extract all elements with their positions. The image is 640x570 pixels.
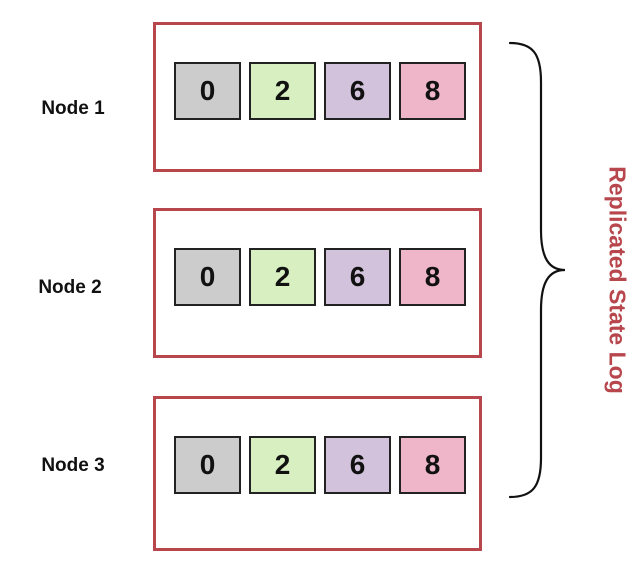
node-3-label: Node 3 — [41, 455, 105, 476]
log-entry: 8 — [399, 248, 466, 306]
log-entry: 8 — [399, 436, 466, 494]
node-1-box: 0 2 6 8 — [153, 22, 482, 172]
log-entry: 2 — [249, 248, 316, 306]
node-1-log: 0 2 6 8 — [174, 62, 466, 120]
log-entry: 0 — [174, 248, 241, 306]
log-entry: 8 — [399, 62, 466, 120]
node-2-label: Node 2 — [38, 277, 102, 298]
log-entry: 6 — [324, 62, 391, 120]
log-entry: 0 — [174, 436, 241, 494]
log-entry: 0 — [174, 62, 241, 120]
node-3-log: 0 2 6 8 — [174, 436, 466, 494]
log-entry: 2 — [249, 62, 316, 120]
log-entry: 2 — [249, 436, 316, 494]
node-2-log: 0 2 6 8 — [174, 248, 466, 306]
node-2-box: 0 2 6 8 — [153, 208, 482, 358]
replicated-state-log-label: Replicated State Log — [604, 166, 631, 394]
log-entry: 6 — [324, 436, 391, 494]
curly-brace — [508, 41, 566, 499]
log-entry: 6 — [324, 248, 391, 306]
node-1-label: Node 1 — [41, 98, 105, 119]
node-3-box: 0 2 6 8 — [153, 396, 482, 551]
